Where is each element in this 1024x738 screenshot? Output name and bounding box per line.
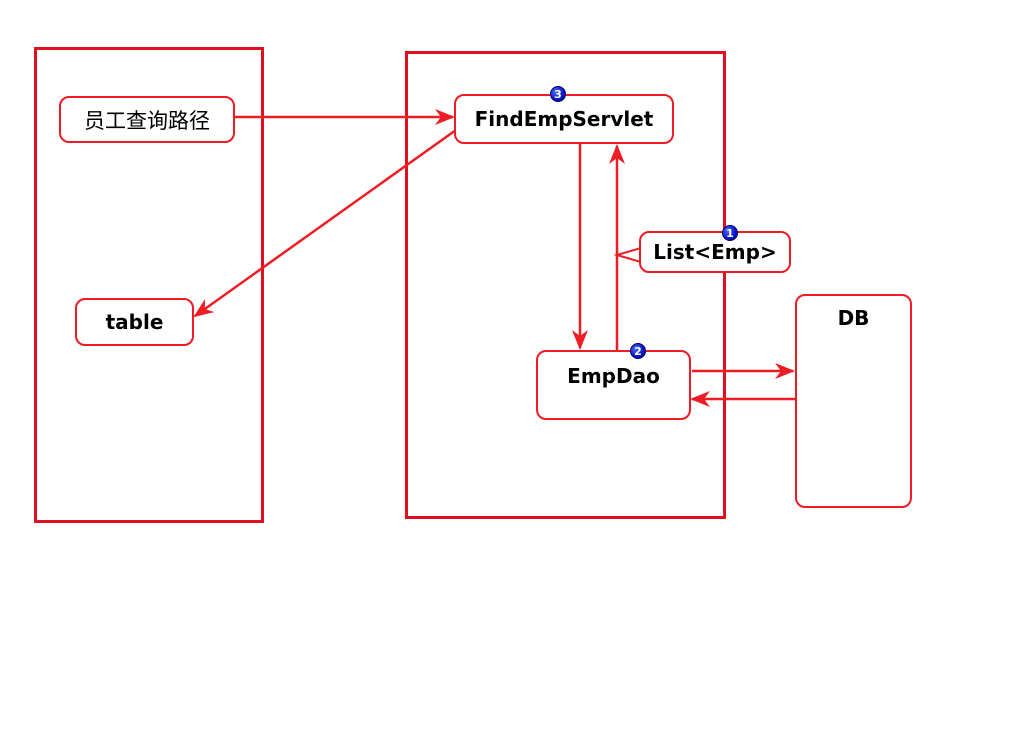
list-callout-pointer	[613, 247, 642, 263]
empdao-label: EmpDao	[567, 364, 660, 388]
step-badge-2: 2	[630, 343, 646, 359]
servlet-node: FindEmpServlet	[454, 94, 674, 144]
servlet-label: FindEmpServlet	[474, 107, 654, 131]
db-node: DB	[795, 294, 912, 508]
list-emp-label: List<Emp>	[653, 240, 777, 264]
query-path-node: 员工查询路径	[59, 96, 235, 143]
step-badge-1: 1	[722, 225, 738, 241]
db-label: DB	[837, 306, 870, 330]
table-node: table	[75, 298, 194, 346]
list-emp-node: List<Emp>	[639, 231, 791, 273]
empdao-node: EmpDao	[536, 350, 691, 420]
step-badge-2-label: 2	[634, 344, 642, 358]
step-badge-1-label: 1	[726, 226, 734, 240]
arrow-servlet-to-table	[193, 128, 457, 318]
step-badge-3: 3	[550, 86, 566, 102]
query-path-label: 员工查询路径	[84, 108, 210, 133]
table-label: table	[105, 310, 164, 334]
step-badge-3-label: 3	[554, 87, 562, 101]
